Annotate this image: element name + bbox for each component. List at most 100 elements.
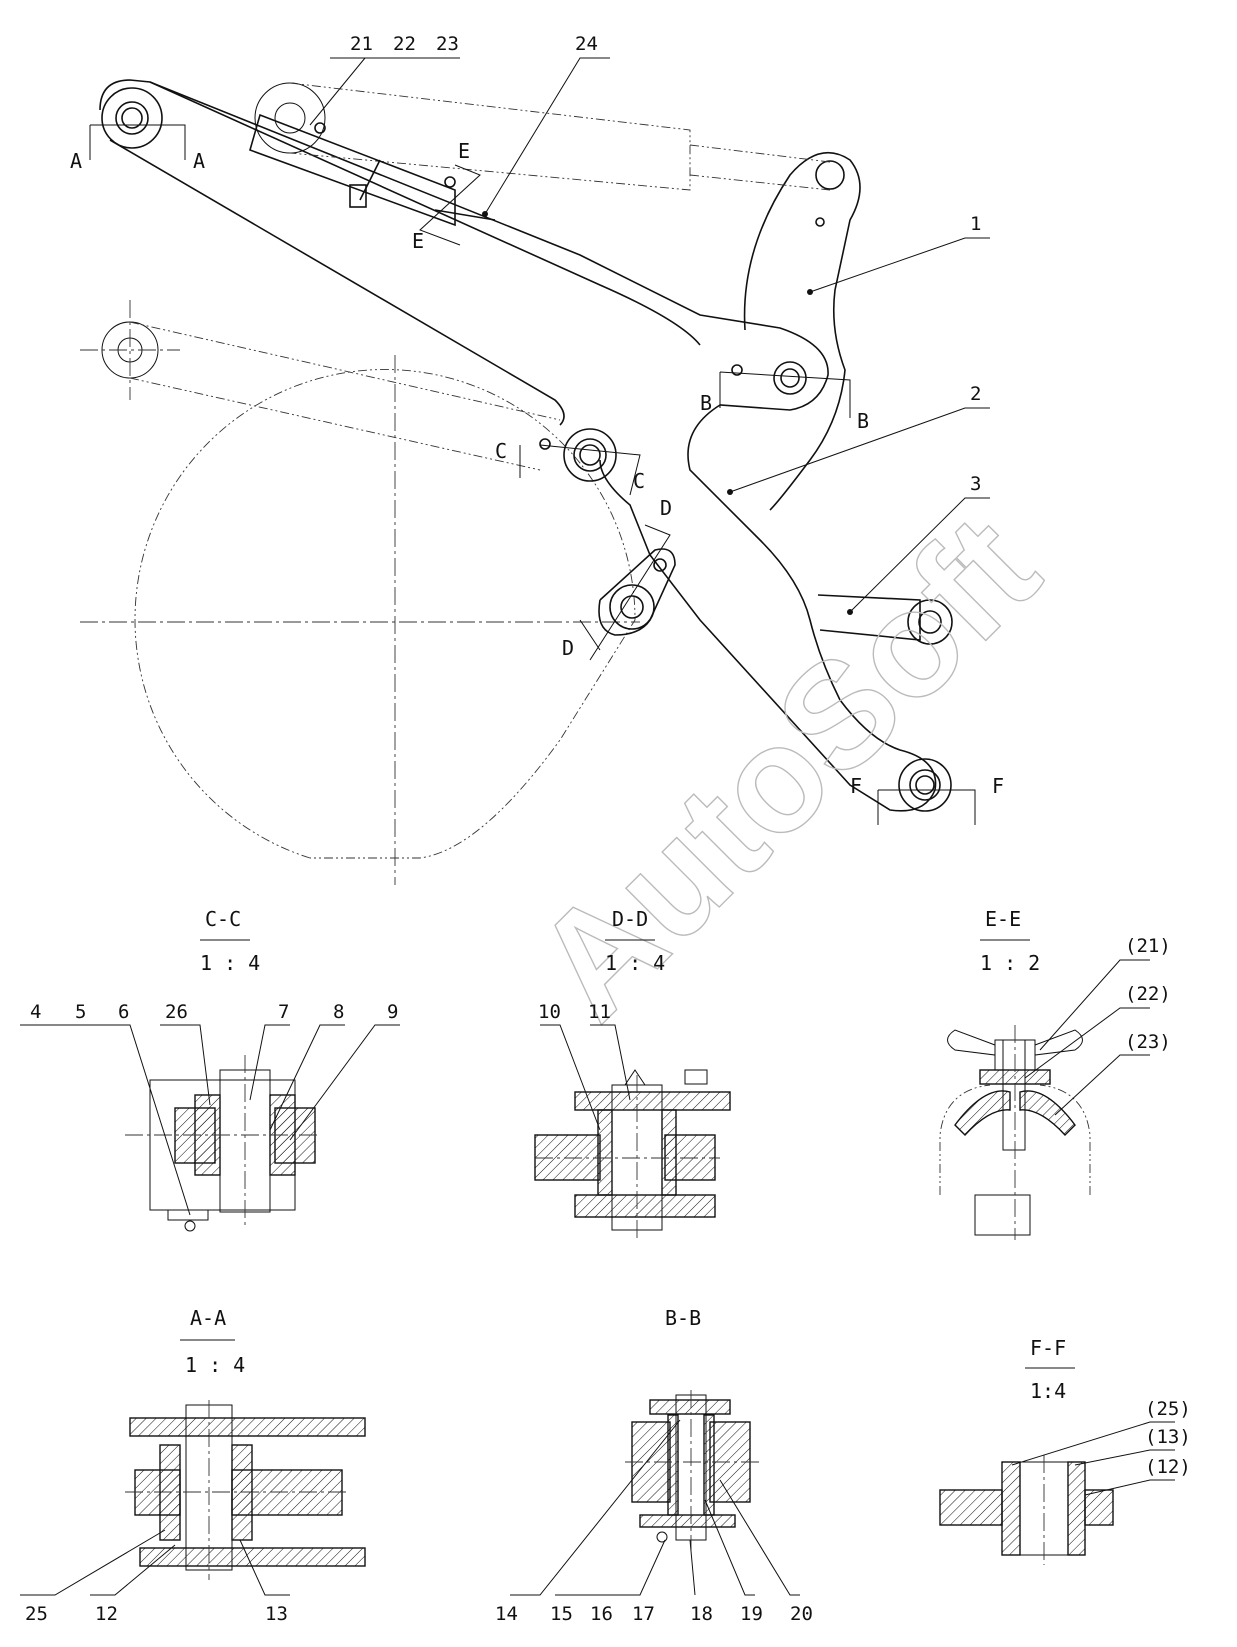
- section-line-d: [579, 524, 671, 661]
- pin-d-boss: [609, 584, 655, 630]
- dd-leader-11: [590, 1024, 631, 1101]
- section-aa-view: A-A 1 : 4 25 12 13: [20, 1306, 366, 1625]
- ee-clamp-right: [1019, 1090, 1076, 1137]
- leader-3: [849, 497, 990, 613]
- cc-leader-7: [249, 1024, 290, 1101]
- link-3-outline: [817, 594, 921, 641]
- section-mark-d-top: D: [660, 496, 672, 520]
- ff-callout-12: (12): [1145, 1456, 1191, 1478]
- link-d-bracket: [598, 548, 676, 636]
- pin-b-bore: [780, 368, 800, 388]
- boom-arm-outline: [99, 79, 937, 812]
- ee-hose-stub: [974, 1194, 1031, 1236]
- hose-line: [359, 159, 381, 201]
- pin-top-small: [815, 217, 825, 227]
- section-mark-d-bottom: D: [562, 636, 574, 660]
- cc-callout-4: 4: [30, 1001, 41, 1023]
- bellcrank-1-outline: [743, 151, 861, 511]
- bb-callout-18: 18: [690, 1603, 713, 1625]
- bucket-phantom-outline: [134, 369, 636, 859]
- section-ff-view: F-F 1:4 (25) (13) (12): [939, 1336, 1191, 1565]
- dd-bolt-head: [684, 1069, 708, 1085]
- ee-leader-23: [1054, 1054, 1150, 1116]
- pin-top-bore: [815, 160, 845, 190]
- ee-callout-21: (21): [1125, 935, 1171, 957]
- callout-1: 1: [970, 213, 981, 235]
- callout-2: 2: [970, 383, 981, 405]
- callout-22: 22: [393, 33, 416, 55]
- hose-clamp-body: [349, 184, 367, 208]
- aa-leader-12: [90, 1544, 176, 1596]
- lower-link-phantom: [129, 321, 561, 471]
- bb-grease-fitting: [656, 1531, 668, 1543]
- pin-link3-bore: [918, 610, 942, 634]
- ff-sleeve-right: [1067, 1461, 1086, 1556]
- leader-2: [729, 407, 990, 493]
- pin-d-grease: [653, 558, 667, 572]
- cc-callout-8: 8: [333, 1001, 344, 1023]
- bb-callout-14: 14: [495, 1603, 518, 1625]
- pin-f-bore: [915, 775, 935, 795]
- cc-plate: [167, 1209, 209, 1221]
- section-mark-b-right: B: [857, 409, 869, 433]
- ee-leader-21: [1039, 959, 1150, 1051]
- section-line-f: [877, 789, 976, 825]
- cc-leader-26: [160, 1024, 211, 1106]
- section-ee-view: E-E 1 : 2 (21) (22) (23): [939, 907, 1171, 1240]
- dd-pin-tab: [624, 1069, 646, 1086]
- section-mark-c-right: C: [633, 469, 645, 493]
- pin-b-grease: [731, 364, 743, 376]
- section-dd-title: D-D: [612, 907, 648, 931]
- cylinder-phantom-bore: [274, 102, 306, 134]
- pin-b-boss: [773, 361, 807, 395]
- dd-callout-11: 11: [588, 1001, 611, 1023]
- bb-callout-20: 20: [790, 1603, 813, 1625]
- section-mark-f-left: F: [850, 774, 862, 798]
- pin-f-outer: [909, 769, 941, 801]
- aa-bushing-right: [231, 1444, 253, 1541]
- section-mark-e-bottom: E: [412, 229, 424, 253]
- ff-sleeve-left: [1001, 1461, 1021, 1556]
- pin-a-bore: [115, 101, 149, 135]
- main-assembly-view: 21 22 23 24 1 2 3 A A B B C C D D E E F …: [70, 33, 1004, 885]
- pin-a-boss: [101, 87, 163, 149]
- cylinder-phantom-rod: [689, 144, 831, 191]
- aa-bottom-plate: [139, 1547, 366, 1567]
- bb-callout-17: 17: [632, 1603, 655, 1625]
- aa-callout-25: 25: [25, 1603, 48, 1625]
- section-mark-b-left: B: [700, 391, 712, 415]
- section-mark-a-left: A: [70, 149, 82, 173]
- dd-bushing-left: [597, 1109, 613, 1196]
- ee-leader-22: [1024, 1007, 1150, 1079]
- leader-21-22-23: [309, 57, 460, 126]
- ff-leader-13: [1074, 1449, 1175, 1466]
- aa-callout-13: 13: [265, 1603, 288, 1625]
- aa-leader-25: [20, 1529, 166, 1596]
- bb-leader-20: [719, 1479, 800, 1596]
- section-line-e: [419, 164, 481, 246]
- section-mark-e-top: E: [458, 139, 470, 163]
- cc-callout-26: 26: [165, 1001, 188, 1023]
- callout-24: 24: [575, 33, 598, 55]
- ff-arm-right: [1084, 1489, 1114, 1526]
- ff-leader-12: [1084, 1479, 1175, 1496]
- cc-grease-fitting: [184, 1220, 196, 1232]
- ff-callout-13: (13): [1145, 1426, 1191, 1448]
- section-cc-scale: 1 : 4: [200, 951, 260, 975]
- dd-bushing-right: [661, 1109, 677, 1196]
- wing-nut-main: [314, 122, 326, 134]
- aa-bushing-left: [159, 1444, 181, 1541]
- cc-bracket-outline: [149, 1079, 296, 1211]
- pin-c-boss: [563, 428, 617, 482]
- section-mark-a-right: A: [193, 149, 205, 173]
- pin-f-boss: [898, 758, 952, 812]
- section-cc-title: C-C: [205, 907, 241, 931]
- bb-leader-15-16-17: [555, 1539, 666, 1596]
- ff-callout-25: (25): [1145, 1398, 1191, 1420]
- dd-bottom-plate: [574, 1194, 716, 1218]
- section-aa-title: A-A: [190, 1306, 226, 1330]
- pin-c-grease: [539, 438, 551, 450]
- bb-leader-18: [689, 1539, 696, 1596]
- section-dd-view: D-D 1 : 4 10 11: [534, 907, 731, 1240]
- section-bb-view: B-B 14 15 16 17 18 19 20: [495, 1306, 813, 1625]
